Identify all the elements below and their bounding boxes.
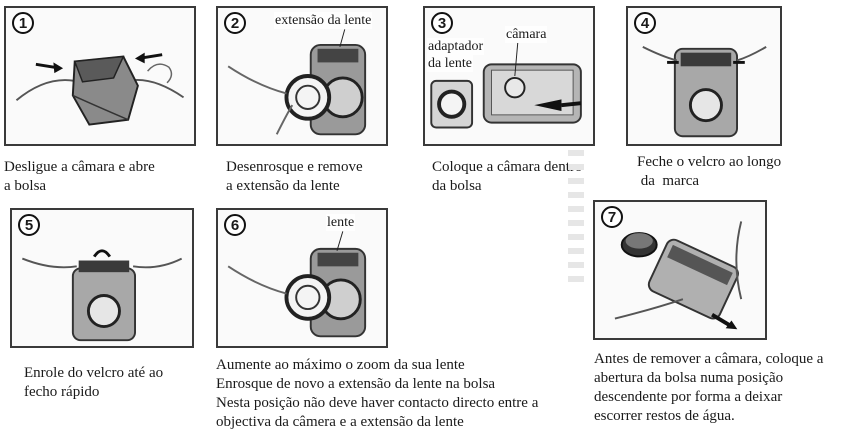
- step-7-number-badge: 7: [601, 206, 623, 228]
- step-6-illustration: 6 lente: [216, 208, 388, 348]
- caption-line: descendente por forma a deixar: [594, 389, 783, 405]
- step-7-illustration: 7: [593, 200, 767, 340]
- step-7-drawing: [614, 221, 743, 330]
- caption-line: fecho rápido: [24, 384, 100, 400]
- faint-background-mark: [568, 150, 584, 290]
- caption-line: abertura da bolsa numa posição: [594, 370, 784, 386]
- step-5-number-badge: 5: [18, 214, 40, 236]
- step-6-number-badge: 6: [224, 214, 246, 236]
- caption-line: a bolsa: [4, 178, 47, 194]
- caption-line: Nesta posição não deve haver contacto di…: [216, 395, 539, 411]
- step-7-caption: Antes de remover a câmara, coloque a abe…: [594, 350, 823, 426]
- caption-line: a extensão da lente: [226, 178, 340, 194]
- step-1-drawing: [15, 52, 185, 126]
- step-4-number-badge: 4: [634, 12, 656, 34]
- step-6-callout-lens: lente: [326, 214, 356, 231]
- caption-line: Feche o velcro ao longo: [637, 154, 782, 170]
- caption-line: Coloque a câmara dentro: [432, 159, 583, 175]
- step-6-caption: Aumente ao máximo o zoom da sua lente En…: [216, 356, 538, 432]
- step-5-illustration: 5: [10, 208, 194, 348]
- step-5-caption: Enrole do velcro até ao fecho rápido: [24, 364, 163, 402]
- step-5-drawing: [21, 249, 183, 342]
- caption-line: Desligue a câmara e abre: [4, 159, 155, 175]
- caption-line: Antes de remover a câmara, coloque a: [594, 351, 824, 367]
- step-4-illustration: 4: [626, 6, 782, 146]
- step-3-drawing: [430, 42, 582, 129]
- step-3-callout-adapter-line2: da lente: [427, 55, 473, 72]
- step-2-illustration: 2 extensão da lente: [216, 6, 388, 146]
- caption-line: Aumente ao máximo o zoom da sua lente: [216, 357, 465, 373]
- step-2-number-badge: 2: [224, 12, 246, 34]
- caption-line: Enrosque de novo a extensão da lente na …: [216, 376, 496, 392]
- caption-line: Enrole do velcro até ao: [24, 365, 164, 381]
- step-2-drawing: [227, 29, 367, 136]
- step-3-callout-camera: câmara: [505, 26, 548, 43]
- caption-line: objectiva da câmera e a extensão da lent…: [216, 414, 464, 430]
- step-4-drawing: [642, 45, 767, 138]
- step-2-callout-lens-extension: extensão da lente: [274, 12, 373, 29]
- step-1-number-badge: 1: [12, 12, 34, 34]
- step-3-callout-adapter-line1: adaptador: [427, 38, 485, 55]
- step-1-illustration: 1: [4, 6, 196, 146]
- step-2-caption: Desenrosque e remove a extensão da lente: [226, 158, 363, 196]
- step-3-number-badge: 3: [431, 12, 453, 34]
- step-3-illustration: 3 adaptador da lente câmara: [423, 6, 595, 146]
- caption-line: da marca: [637, 173, 700, 189]
- caption-line: Desenrosque e remove: [226, 159, 363, 175]
- step-3-caption: Coloque a câmara dentro da bolsa: [432, 158, 582, 196]
- step-4-caption: Feche o velcro ao longo da marca: [637, 153, 781, 191]
- step-6-drawing: [227, 231, 367, 338]
- caption-line: da bolsa: [432, 178, 482, 194]
- step-1-caption: Desligue a câmara e abre a bolsa: [4, 158, 155, 196]
- caption-line: escorrer restos de água.: [594, 408, 735, 424]
